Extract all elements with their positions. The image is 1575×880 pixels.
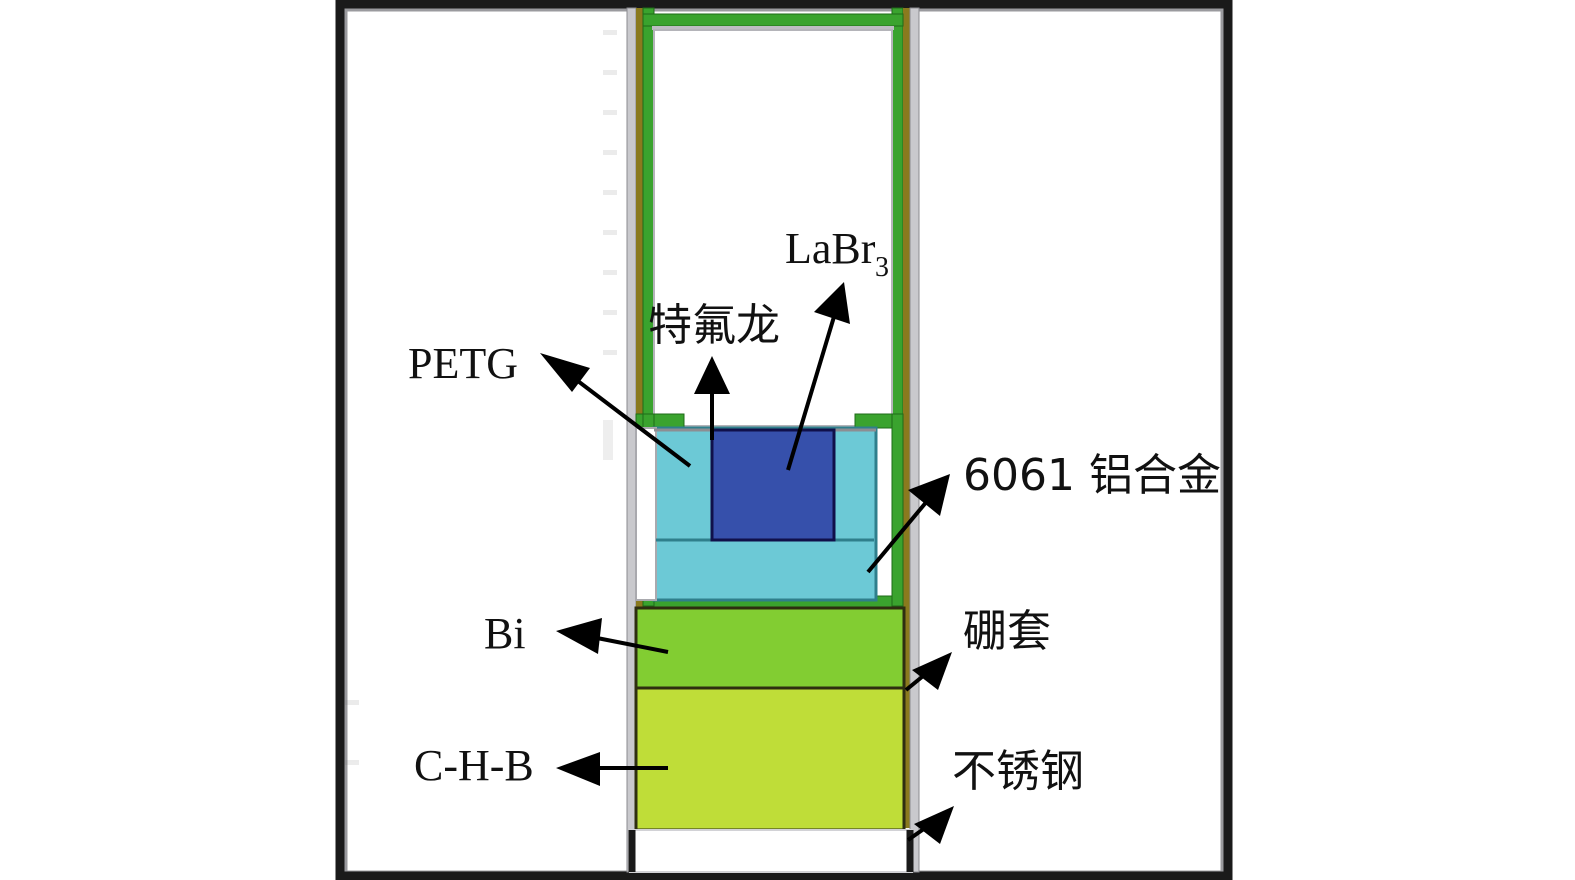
teflon-inner-cavity <box>653 29 893 427</box>
leader-stainless-steel <box>906 806 954 844</box>
labr3-crystal <box>710 428 836 542</box>
leader-teflon <box>694 356 730 440</box>
label-bismuth: Bi <box>484 609 526 658</box>
leader-boron-sleeve <box>904 652 952 692</box>
leader-petg <box>540 353 692 468</box>
lower-cavity <box>628 829 914 873</box>
bismuth-block <box>634 606 906 690</box>
label-teflon: 特氟龙 <box>648 300 780 351</box>
chb-block <box>634 686 906 832</box>
label-petg: PETG <box>408 339 518 388</box>
label-labr3: LaBr <box>785 224 876 273</box>
petg-scale-ticks <box>345 30 617 765</box>
leader-labr3 <box>786 282 850 471</box>
label-labr3-subscript: 3 <box>875 252 889 283</box>
leader-bismuth <box>556 618 669 654</box>
leader-chb <box>556 752 668 786</box>
teflon-top-cap <box>642 13 904 30</box>
label-aluminum-6061: 6061 铝合金 <box>963 450 1221 501</box>
leader-aluminum <box>866 474 950 574</box>
label-chb: C-H-B <box>414 741 534 790</box>
label-stainless-steel: 不锈钢 <box>952 746 1084 797</box>
label-boron-sleeve: 硼套 <box>963 606 1051 657</box>
